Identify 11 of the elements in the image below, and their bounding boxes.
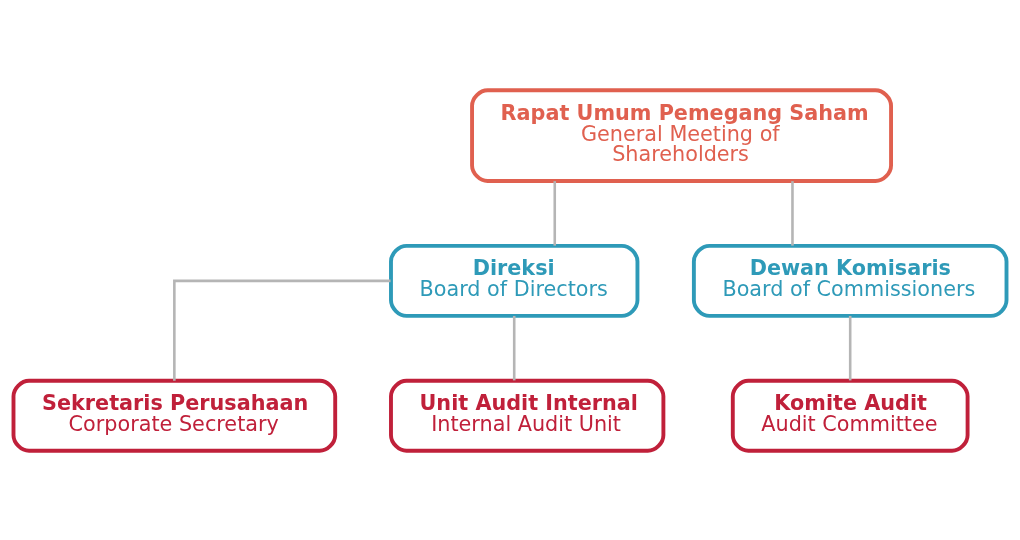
node-box: Komite Audit Audit Committee [730, 378, 970, 453]
connector [848, 315, 852, 380]
connector [553, 180, 557, 246]
node-box: Rapat Umum Pemegang Saham General Meeting of Shareholders [470, 87, 893, 183]
node-box: Unit Audit Internal Internal Audit Unit [389, 378, 666, 453]
node-box: Dewan Komisaris Board of Commissioners [691, 243, 1009, 318]
connector [173, 279, 391, 381]
node-box: Direksi Board of Directors [389, 243, 640, 318]
node-box: Sekretaris Perusahaan Corporate Secretary [11, 378, 338, 453]
connector [512, 315, 516, 380]
connector [791, 180, 794, 246]
